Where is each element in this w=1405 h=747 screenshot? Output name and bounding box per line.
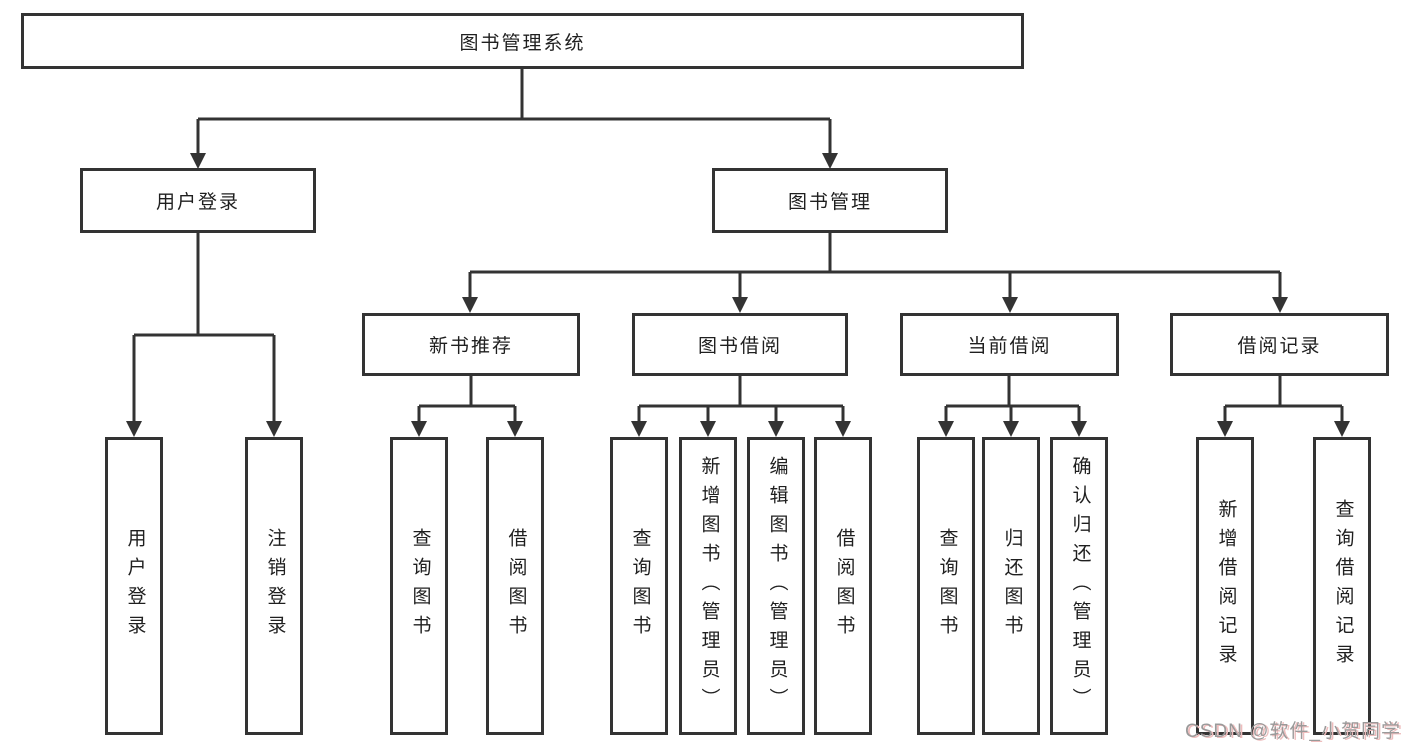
leaf-logout: 注销登录 — [245, 437, 303, 735]
leaf-add-borrow-record: 新增借阅记录 — [1196, 437, 1254, 735]
leaf-borrow-books: 借阅图书 — [814, 437, 872, 735]
leaf-user-login: 用户登录 — [105, 437, 163, 735]
leaf-edit-book-admin: 编辑图书（管理员） — [747, 437, 805, 735]
node-new-book-recommendation: 新书推荐 — [362, 313, 580, 376]
node-book-management: 图书管理 — [712, 168, 948, 233]
node-library-management-system: 图书管理系统 — [21, 13, 1024, 69]
csdn-watermark: CSDN @软件_小贺同学 — [1185, 721, 1401, 742]
leaf-add-book-admin: 新增图书（管理员） — [679, 437, 737, 735]
leaf-borrow-books-recommend: 借阅图书 — [486, 437, 544, 735]
leaf-query-books-recommend: 查询图书 — [390, 437, 448, 735]
node-user-login: 用户登录 — [80, 168, 316, 233]
leaf-query-books-borrowing: 查询图书 — [610, 437, 668, 735]
leaf-confirm-return-admin: 确认归还（管理员） — [1050, 437, 1108, 735]
leaf-query-borrow-record: 查询借阅记录 — [1313, 437, 1371, 735]
node-current-borrowing: 当前借阅 — [900, 313, 1119, 376]
leaf-query-books-current: 查询图书 — [917, 437, 975, 735]
node-borrowing-records: 借阅记录 — [1170, 313, 1389, 376]
leaf-return-books: 归还图书 — [982, 437, 1040, 735]
node-book-borrowing: 图书借阅 — [632, 313, 848, 376]
